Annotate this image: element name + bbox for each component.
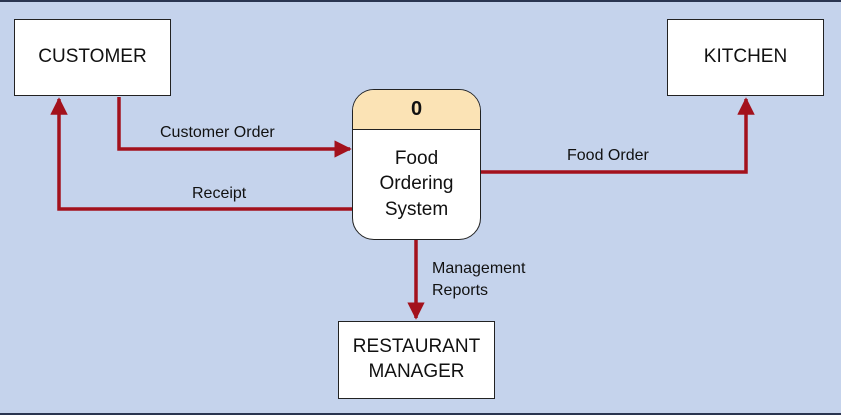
customer-entity-label: CUSTOMER	[38, 46, 147, 68]
management-reports-label: Management Reports	[432, 260, 526, 299]
receipt-label: Receipt	[192, 185, 247, 202]
food-ordering-process: 0 Food Ordering System	[352, 89, 481, 240]
customer-order-arrow	[117, 97, 352, 158]
process-name: Food Ordering System	[379, 147, 454, 220]
receipt-arrow	[50, 97, 352, 211]
food-order-label: Food Order	[567, 147, 649, 164]
food-order-arrow	[481, 97, 755, 174]
restaurant-manager-entity: RESTAURANT MANAGER	[338, 321, 495, 399]
customer-entity: CUSTOMER	[14, 19, 171, 96]
restaurant-manager-entity-label: RESTAURANT MANAGER	[352, 336, 481, 382]
kitchen-entity-label: KITCHEN	[703, 46, 788, 68]
kitchen-entity: KITCHEN	[667, 19, 824, 96]
process-id: 0	[353, 90, 480, 130]
customer-order-label: Customer Order	[160, 124, 275, 141]
